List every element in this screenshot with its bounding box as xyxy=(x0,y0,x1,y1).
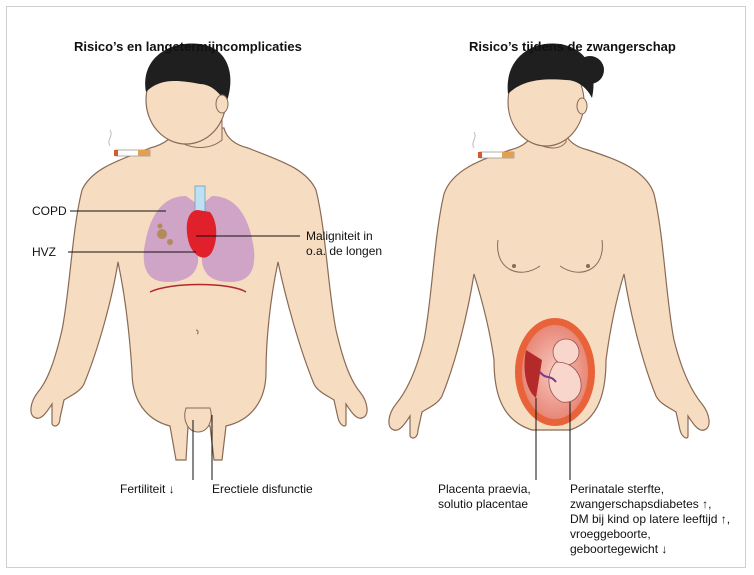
label-risks-line5: geboortegewicht ↓ xyxy=(570,542,667,557)
label-fertility: Fertiliteit ↓ xyxy=(120,482,175,497)
label-risks-line1: Perinatale sterfte, xyxy=(570,482,664,497)
label-risks-line3: DM bij kind op latere leeftijd ↑, xyxy=(570,512,730,527)
female-figure xyxy=(389,43,709,438)
label-placenta-line1: Placenta praevia, xyxy=(438,482,531,497)
label-malignancy-line1: Maligniteit in xyxy=(306,229,373,244)
right-panel-title: Risico’s tijdens de zwangerschap xyxy=(469,39,676,54)
left-panel-title: Risico’s en langetermijncomplicaties xyxy=(74,39,302,54)
label-risks-line2: zwangerschapsdiabetes ↑, xyxy=(570,497,711,512)
label-risks-line4: vroeggeboorte, xyxy=(570,527,651,542)
label-erectile-dysfunction: Erectiele disfunctie xyxy=(212,482,313,497)
label-copd: COPD xyxy=(32,204,67,219)
label-malignancy-line2: o.a. de longen xyxy=(306,244,382,259)
label-hvz: HVZ xyxy=(32,245,56,260)
fetus xyxy=(549,339,581,402)
label-placenta-line2: solutio placentae xyxy=(438,497,528,512)
